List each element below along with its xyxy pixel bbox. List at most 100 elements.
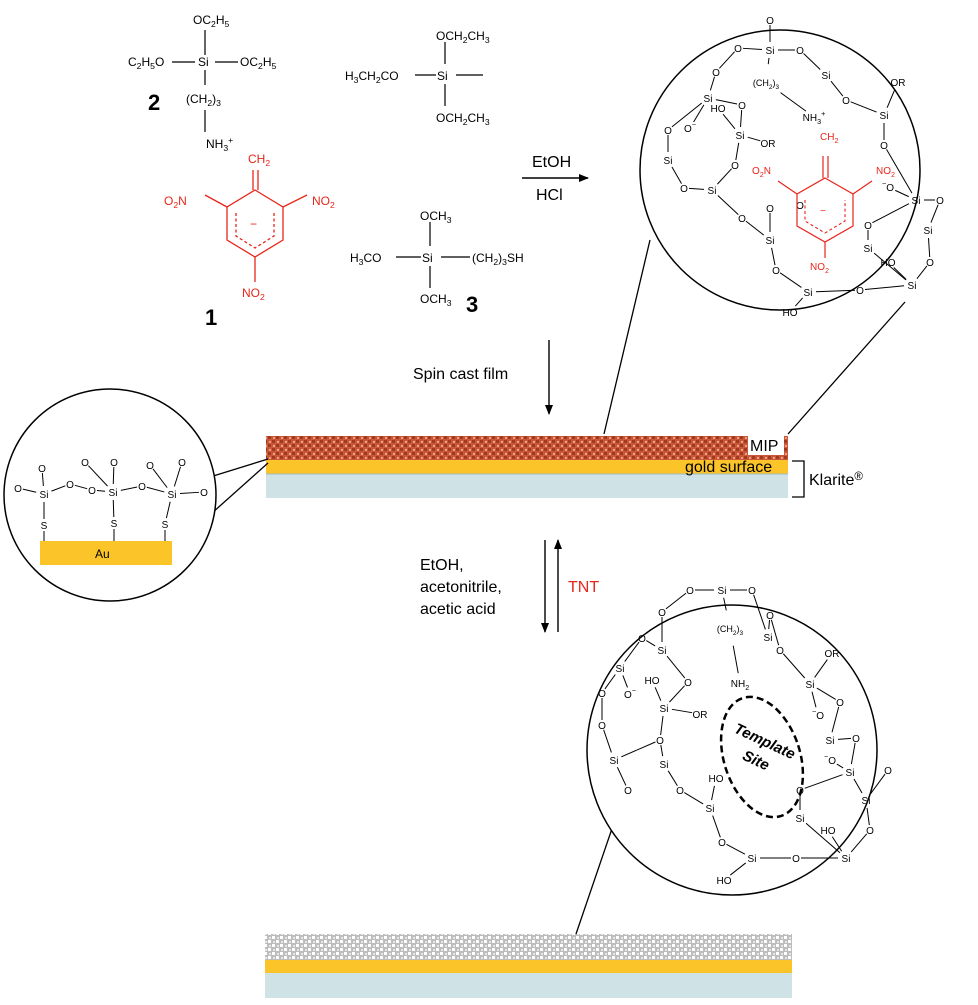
atom-label: Si (168, 490, 177, 501)
bond (684, 792, 704, 805)
template-siloxane-network: SiOO(CH2​)3​NH2​OOSiSiO−​OSiHOOROOOSiOSi… (598, 586, 892, 887)
atom-label: HO (782, 308, 797, 319)
compound-3 (396, 222, 470, 288)
atom-label: Si (908, 281, 917, 292)
bond (815, 289, 856, 293)
compound-1 (204, 170, 308, 282)
nh3-plus: NH3​+​ (206, 135, 233, 153)
bond (660, 715, 664, 736)
atom-label: Si (862, 796, 871, 807)
no2-red-bottom: NO2​ (242, 286, 265, 302)
atom-label: O (676, 786, 684, 797)
atom-label: O (731, 161, 739, 172)
bond (872, 203, 910, 224)
o2n-red: O2​N (164, 194, 187, 210)
bond (850, 742, 856, 765)
bond (146, 486, 165, 493)
bond (74, 484, 88, 490)
atom-label: NH2​ (731, 679, 749, 692)
h3ch2co: H3​CH2​CO (345, 69, 399, 85)
bond (723, 597, 727, 611)
ch2-3: (CH2​)3​ (186, 92, 221, 108)
atom-label: Si (842, 854, 851, 865)
atom-label: O (712, 68, 720, 79)
bond (711, 785, 715, 801)
atom-label: Si (658, 646, 667, 657)
bond (814, 659, 828, 678)
bond (173, 466, 181, 487)
bond (22, 488, 37, 493)
atom-label: (CH2​)3​ (753, 78, 780, 91)
bond (930, 204, 939, 223)
bond (886, 89, 896, 108)
bond (624, 641, 640, 662)
atom-label: Si (924, 226, 933, 237)
si-atom: Si (198, 55, 209, 69)
atom-label: Si (704, 94, 713, 105)
bond (671, 102, 703, 128)
bond (717, 195, 739, 215)
atom-label: Si (804, 288, 813, 299)
bond (51, 485, 66, 492)
zoom-line-upper-a (603, 239, 651, 435)
atom-label: O (178, 458, 186, 469)
bond (660, 744, 664, 757)
atom-label: Si (764, 633, 773, 644)
atom-label: O (81, 458, 89, 469)
atom-label: HO (708, 774, 723, 785)
atom-label: O (836, 698, 844, 709)
atom-label: Si (718, 586, 727, 597)
tnt-atom: O2​N (752, 166, 771, 179)
atom-label: O (796, 201, 804, 212)
compound-3-number: 3 (466, 292, 478, 317)
atom-label: O (718, 838, 726, 849)
bond (747, 136, 761, 142)
tnt-atom: NO2​ (810, 262, 829, 275)
bond (770, 619, 780, 646)
bond (112, 499, 115, 518)
bond (873, 252, 907, 281)
atom-label: O (66, 480, 74, 491)
atom-label: OR (890, 78, 905, 89)
bond (816, 687, 836, 700)
bond (666, 655, 686, 679)
bond (771, 247, 776, 266)
bond (669, 685, 685, 703)
atom-label: HO (820, 826, 835, 837)
bond (767, 57, 770, 65)
och2ch3-bottom: OCH2​CH3​ (436, 111, 490, 127)
atom-label: HO (716, 876, 731, 887)
klarite-label: Klarite®​ (809, 471, 863, 489)
atom-label: Si (766, 46, 775, 57)
atom-label: Si (660, 760, 669, 771)
och3-top: OCH3​ (420, 209, 452, 225)
bond (120, 486, 138, 491)
au-label: Au (95, 547, 110, 561)
atom-label: S (111, 519, 118, 530)
atom-label: O (656, 736, 664, 747)
atom-label: O (598, 721, 606, 732)
atom-label: Si (748, 854, 757, 865)
atom-label: O (748, 586, 756, 597)
atom-label: Si (660, 704, 669, 715)
atom-label: S (162, 520, 169, 531)
atom-label: O−​ (624, 686, 636, 701)
compound-3-text: OCH3​ H3​CO Si (CH2​)3​SH OCH3​ 3 (350, 209, 524, 317)
bond (753, 594, 766, 630)
bond (96, 489, 106, 492)
atom-label: O (658, 608, 666, 619)
atom-label: O (792, 854, 800, 865)
atom-label: Si (826, 736, 835, 747)
atom-label: Si (880, 111, 889, 122)
bond (729, 862, 747, 876)
bond (836, 763, 844, 769)
lower-film (265, 934, 792, 998)
bond (671, 708, 693, 714)
h3co: H3​CO (350, 251, 381, 267)
bond (805, 822, 841, 854)
bond (671, 166, 682, 184)
atom-label: Si (736, 131, 745, 142)
bond (665, 592, 687, 610)
atom-label: HO (710, 104, 725, 115)
